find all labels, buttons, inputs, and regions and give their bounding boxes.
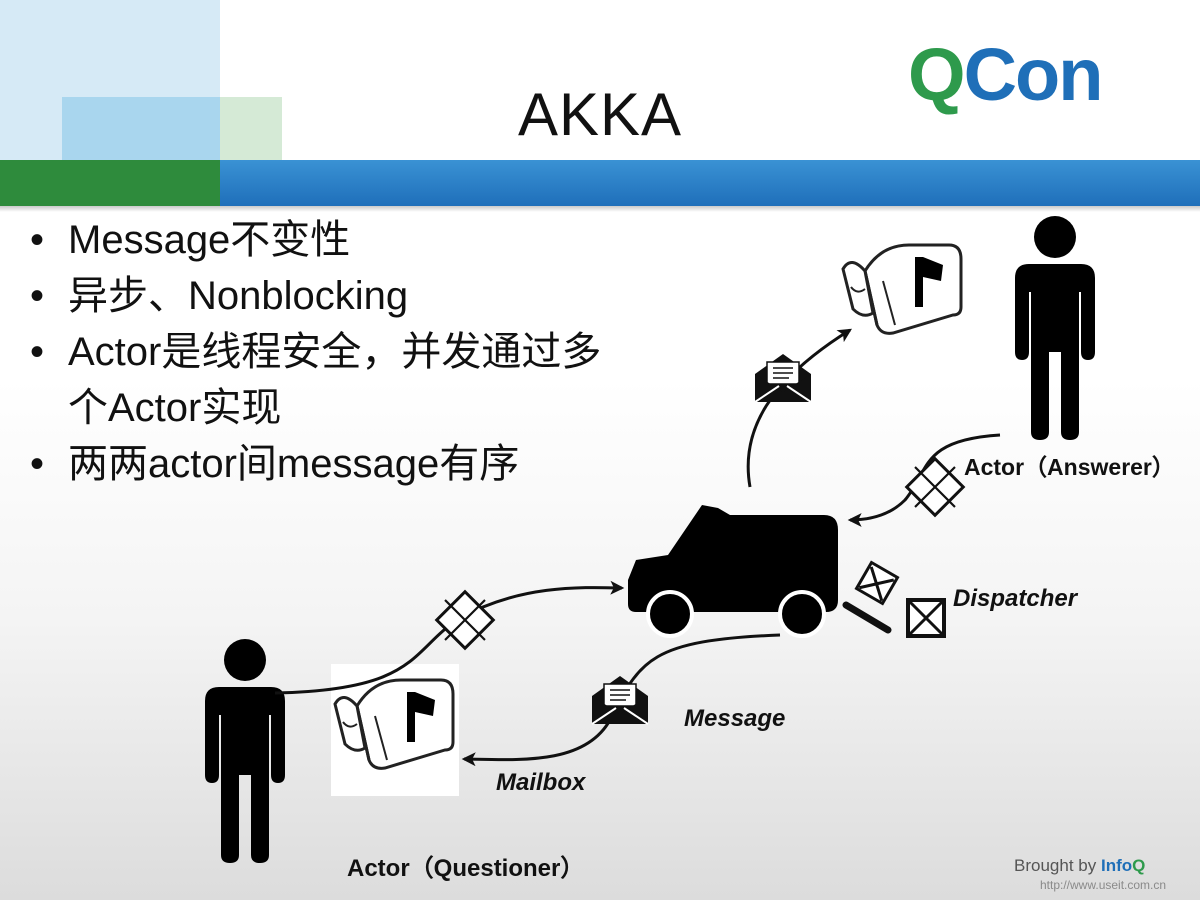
label-mailbox: Mailbox (496, 769, 585, 797)
brought-by-text: Brought by (1014, 856, 1096, 875)
label-actor-questioner: Actor（Questioner） (347, 848, 584, 883)
label-message: Message (684, 705, 785, 733)
questioner-mailbox-icon (331, 664, 459, 796)
message-envelope-icon (425, 580, 504, 659)
watermark-url: http://www.useit.com.cn (1040, 878, 1166, 892)
footer-brought-by: Brought by InfoQ (1014, 856, 1145, 876)
actor-answerer-figure (1015, 216, 1095, 440)
dispatcher-truck-icon (628, 505, 897, 636)
open-envelope-icon (592, 676, 648, 724)
label-dispatcher: Dispatcher (953, 585, 1077, 613)
answerer-mailbox-icon (839, 229, 967, 361)
actor-questioner-figure (205, 639, 285, 863)
label-actor-answerer: Actor（Answerer） (964, 448, 1175, 482)
infoq-logo-info: Info (1101, 856, 1132, 875)
infoq-logo-q: Q (1132, 856, 1145, 875)
open-envelope-icon (755, 354, 811, 402)
reply-envelope-icon (895, 447, 974, 526)
arrow-dispatcher-to-answerer-mailbox (748, 330, 850, 487)
dispatcher-envelope-icon (908, 600, 944, 636)
